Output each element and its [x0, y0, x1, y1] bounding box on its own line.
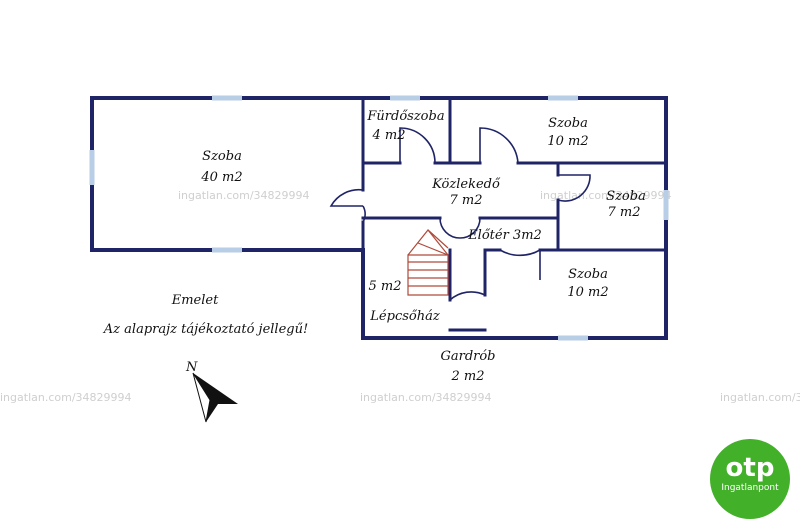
logo-brand: otp [725, 453, 775, 483]
room-name: Szoba [548, 116, 588, 131]
room-area: 7 m2 [607, 205, 640, 220]
room-area: 10 m2 [567, 285, 608, 300]
watermark: ingatlan.com/34829994 [178, 189, 310, 202]
room-area: 2 m2 [450, 369, 484, 384]
interior-walls [361, 96, 668, 332]
compass-label: N [185, 360, 198, 375]
watermark: ingatlan.com/34829994 [0, 391, 132, 404]
room-szoba-40: Szoba 40 m2 [200, 149, 242, 185]
room-area: 7 m2 [449, 193, 482, 208]
watermark: ingatlan.com/34829994 [720, 391, 800, 404]
logo-sub: Ingatlanpont [721, 483, 779, 493]
room-name: Előtér 3m2 [467, 228, 542, 243]
room-eloter: Előtér 3m2 [467, 228, 542, 243]
room-name: Közlekedő [431, 177, 501, 192]
room-area: 40 m2 [200, 170, 242, 185]
watermark: ingatlan.com/34829994 [360, 391, 492, 404]
outer-walls [90, 96, 668, 340]
room-kozlekedo: Közlekedő 7 m2 [431, 177, 501, 208]
room-szoba-10-bottom: Szoba 10 m2 [567, 267, 608, 300]
room-name: Fürdőszoba [366, 109, 444, 124]
doors [329, 127, 591, 301]
disclaimer: Az alaprajz tájékoztató jellegű! [103, 322, 308, 337]
room-lepcsohaz: 5 m2 Lépcsőház [368, 279, 439, 324]
room-furdoszoba: Fürdőszoba 4 m2 [366, 109, 444, 143]
room-name: Szoba [568, 267, 608, 282]
room-area: 10 m2 [547, 134, 588, 149]
room-name: Szoba [606, 189, 646, 204]
room-szoba-10-top: Szoba 10 m2 [547, 116, 588, 149]
room-name: Szoba [202, 149, 242, 164]
room-area: 4 m2 [371, 128, 405, 143]
floor-label: Emelet [171, 293, 219, 308]
otp-ingatlanpont-logo: otp Ingatlanpont [710, 439, 790, 519]
watermark: ingatlan.com/34829994 [540, 189, 672, 202]
north-arrow-icon: N [185, 360, 238, 423]
room-name: Lépcsőház [369, 309, 440, 324]
windows [89, 95, 669, 341]
staircase [407, 229, 449, 296]
room-szoba-7: Szoba 7 m2 [606, 189, 646, 220]
room-name: Gardrób [440, 349, 495, 364]
room-area: 5 m2 [368, 279, 401, 294]
room-gardrob: Gardrób 2 m2 [440, 349, 495, 384]
